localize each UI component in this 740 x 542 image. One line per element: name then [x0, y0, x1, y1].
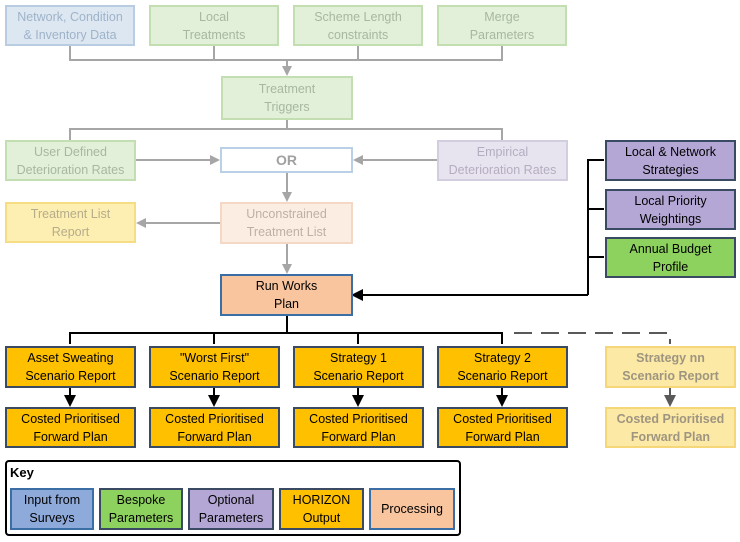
triggers-to-user-defined-line: [69, 120, 288, 141]
scheme-length-box: Scheme Length constraints: [293, 5, 423, 46]
or-box: OR: [220, 147, 353, 173]
optional-forward-plan-box: Costed Prioritised Forward Plan: [605, 407, 736, 448]
forward-plan-box: Costed Prioritised Forward Plan: [437, 407, 568, 448]
triggers-to-empirical-line: [287, 128, 503, 141]
dashed-branch-line: [514, 332, 671, 344]
key-processing: Processing: [369, 488, 455, 530]
scenario-report-box: Strategy 1 Scenario Report: [293, 346, 424, 388]
merge-parameters-box: Merge Parameters: [437, 5, 567, 46]
key-optional-parameters: Optional Parameters: [188, 488, 274, 530]
local-network-strategies-box: Local & Network Strategies: [605, 140, 736, 181]
key-bespoke-parameters: Bespoke Parameters: [99, 488, 183, 530]
inputs-merge-line: [69, 46, 503, 61]
run-to-scenarios-line: [69, 316, 288, 344]
scenario-report-box: Asset Sweating Scenario Report: [5, 346, 136, 388]
optional-scenario-report-box: Strategy nn Scenario Report: [605, 346, 736, 388]
forward-plan-box: Costed Prioritised Forward Plan: [293, 407, 424, 448]
unconstrained-treatment-list-box: Unconstrained Treatment List: [220, 202, 353, 244]
forward-plan-box: Costed Prioritised Forward Plan: [149, 407, 280, 448]
scenario-report-box: "Worst First" Scenario Report: [149, 346, 280, 388]
treatment-triggers-box: Treatment Triggers: [221, 76, 353, 120]
run-works-plan-box: Run Works Plan: [220, 274, 353, 316]
forward-plan-box: Costed Prioritised Forward Plan: [5, 407, 136, 448]
key-input-from-surveys: Input from Surveys: [10, 488, 94, 530]
key-legend: [5, 460, 461, 536]
scenario-report-box: Strategy 2 Scenario Report: [437, 346, 568, 388]
annual-budget-profile-box: Annual Budget Profile: [605, 237, 736, 278]
empirical-deterioration-box: Empirical Deterioration Rates: [437, 140, 568, 181]
key-horizon-output: HORIZON Output: [279, 488, 364, 530]
treatment-list-report-box: Treatment List Report: [5, 202, 136, 243]
user-defined-deterioration-box: User Defined Deterioration Rates: [5, 140, 136, 181]
network-condition-inventory-box: Network, Condition & Inventory Data: [5, 5, 135, 46]
key-title: Key: [10, 465, 34, 480]
local-priority-weightings-box: Local Priority Weightings: [605, 189, 736, 230]
local-treatments-box: Local Treatments: [149, 5, 279, 46]
